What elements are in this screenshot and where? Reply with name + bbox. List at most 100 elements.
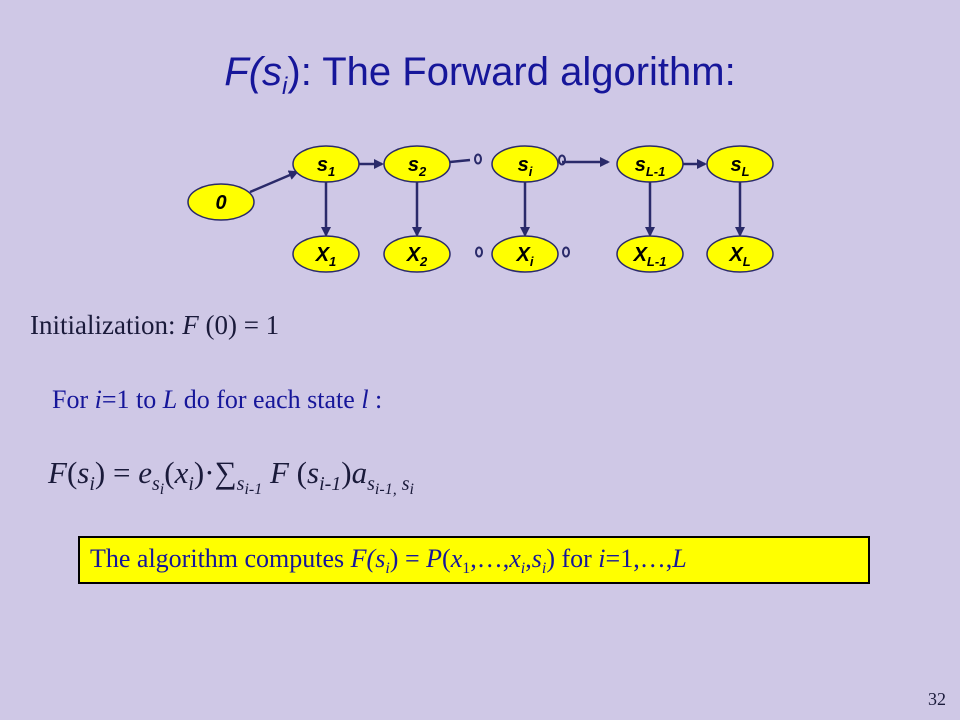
state-node-2: s2 <box>383 145 451 183</box>
rec-a: a <box>351 455 368 490</box>
page-title: F(si): The Forward algorithm: <box>0 50 960 101</box>
start-node-ellipse <box>187 183 255 221</box>
state-node-5-label: sL <box>730 154 749 179</box>
emission-node-3-ellipse <box>491 235 559 273</box>
ellipsis-dot-2 <box>558 154 566 166</box>
state-node-2-label: s2 <box>408 154 427 179</box>
rec-x-close: )· <box>193 455 215 490</box>
ellipsis-dot-3 <box>475 246 483 258</box>
sum-p3: ) = <box>389 544 427 573</box>
state-node-3-ellipse <box>491 145 559 183</box>
sum-p11: ) for <box>546 544 599 573</box>
state-node-1-ellipse <box>292 145 360 183</box>
sum-p8-sub: i <box>520 560 526 578</box>
rec-a-sub-i1: i-1, <box>374 481 397 499</box>
rec-f2: F <box>262 455 289 490</box>
title-sub: i <box>282 73 288 100</box>
loop-prefix: For <box>52 385 95 414</box>
title-var: s <box>262 50 283 94</box>
sum-p13: =1,…, <box>605 544 673 573</box>
emission-node-3: Xi <box>491 235 559 273</box>
summary-box: The algorithm computes F(si) = P(x1,…,xi… <box>78 536 870 584</box>
initialization-line: Initialization: F (0) = 1 <box>30 310 279 341</box>
diagram-nodes: 0 s1 s2 si sL-1 sL X1 X2 Xi XL-1 XL <box>187 145 774 273</box>
emission-node-1-label: X1 <box>315 244 337 269</box>
sum-p5: ( <box>442 544 451 573</box>
diagram-edges <box>249 157 745 237</box>
state-node-3-label: si <box>518 154 533 179</box>
loop-line: For i=1 to L do for each state l : <box>52 385 382 415</box>
state-node-5-ellipse <box>706 145 774 183</box>
title-suffix: ): The Forward algorithm: <box>287 50 736 94</box>
sum-p9: , <box>525 544 532 573</box>
state-node-3: si <box>491 145 559 183</box>
emission-node-5: XL <box>706 235 774 273</box>
sum-p1: The algorithm computes <box>90 544 351 573</box>
rec-lhs-sub: i <box>89 473 95 496</box>
edge-s2-out <box>449 158 471 164</box>
emission-node-5-label: XL <box>728 244 750 269</box>
init-fn: F <box>182 310 199 340</box>
rec-lhs-f: F <box>48 455 67 490</box>
state-node-5: sL <box>706 145 774 183</box>
emission-node-1-ellipse <box>292 235 360 273</box>
emission-node-4: XL-1 <box>616 235 684 273</box>
page-number: 32 <box>928 689 946 709</box>
rec-eq: ) = <box>94 455 139 490</box>
sum-p6-sub: 1 <box>462 560 471 578</box>
rec-sum: ∑ <box>214 455 237 490</box>
emission-node-2-ellipse <box>383 235 451 273</box>
ellipsis-dot-4 <box>562 246 570 258</box>
init-prefix: Initialization: <box>30 310 183 340</box>
state-node-1-label: s1 <box>317 154 335 179</box>
emission-node-3-label: Xi <box>516 244 534 269</box>
recurrence-formula: F(si) = esi(xi)·∑si-1 F (si-1)asi-1, si <box>48 455 414 499</box>
rec-e-sub-i: i <box>159 481 165 499</box>
rec-e-sub-s: s <box>151 473 160 496</box>
state-node-1: s1 <box>292 145 360 183</box>
rec-lhs-open: ( <box>66 455 78 490</box>
rec-f2-sub: i-1 <box>319 473 342 496</box>
emission-node-5-ellipse <box>706 235 774 273</box>
sum-p10-sub: i <box>541 560 547 578</box>
rec-f2-s: s <box>307 455 320 490</box>
sum-p8: x <box>509 544 521 573</box>
sum-p6: x <box>450 544 463 573</box>
sum-p12: i <box>598 544 606 573</box>
emission-node-2: X2 <box>383 235 451 273</box>
rec-a-sub-s1: s <box>367 473 375 496</box>
sum-p7: ,…, <box>470 544 510 573</box>
rec-f2-open: ( <box>288 455 307 490</box>
rec-x: x <box>174 455 189 490</box>
rec-f2-close: ) <box>341 455 352 490</box>
rec-sum-sub-s: s <box>236 473 245 496</box>
emission-node-4-ellipse <box>616 235 684 273</box>
loop-suffix: : <box>368 385 383 414</box>
start-node: 0 <box>187 183 255 221</box>
title-prefix: F( <box>224 50 263 94</box>
state-node-4-ellipse <box>616 145 684 183</box>
loop-mid: =1 to <box>101 385 163 414</box>
state-node-2-ellipse <box>383 145 451 183</box>
sum-p14: L <box>672 544 687 573</box>
rec-sum-sub-i: i-1 <box>244 481 263 499</box>
sum-p4: P <box>426 544 443 573</box>
emission-node-1: X1 <box>292 235 360 273</box>
rec-lhs-s: s <box>77 455 90 490</box>
hmm-diagram: 0 s1 s2 si sL-1 sL X1 X2 Xi XL-1 XL <box>187 145 774 273</box>
ellipsis-dot-1 <box>474 153 482 165</box>
sum-p2: F(s <box>350 544 386 573</box>
loop-var-L: L <box>162 385 178 414</box>
rec-x-sub: i <box>188 473 194 496</box>
state-node-4: sL-1 <box>616 145 684 183</box>
state-node-4-label: sL-1 <box>635 154 666 179</box>
rec-e: e <box>138 455 152 490</box>
sum-p10: s <box>531 544 542 573</box>
rec-a-sub-i2: i <box>409 481 414 499</box>
edge-start-s1 <box>249 170 299 194</box>
rec-a-sub-s2: s <box>396 473 410 496</box>
loop-var-i: i <box>94 385 102 414</box>
rec-x-open: ( <box>164 455 175 490</box>
init-rest: (0) = 1 <box>198 310 280 340</box>
sum-p2-sub: i <box>385 560 390 578</box>
